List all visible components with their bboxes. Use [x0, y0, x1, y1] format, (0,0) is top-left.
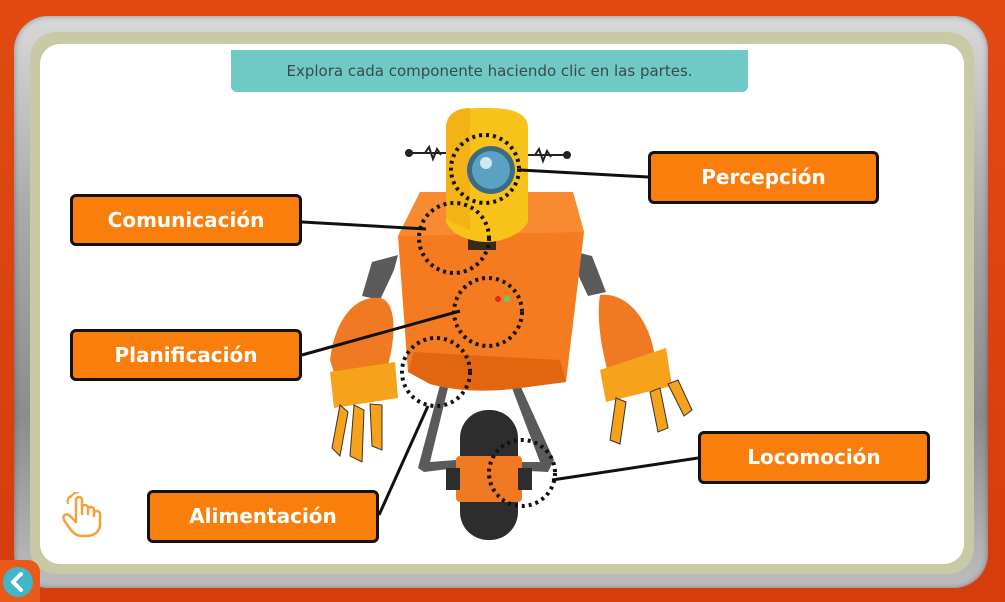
hotspot-locomocion[interactable] [487, 438, 557, 508]
label-alimentacion[interactable]: Alimentación [147, 490, 379, 543]
label-planificacion[interactable]: Planificación [70, 329, 302, 381]
hotspot-planificacion[interactable] [452, 276, 524, 348]
chevron-left-icon [3, 567, 33, 597]
label-comunicacion[interactable]: Comunicación [70, 194, 302, 246]
instruction-banner: Explora cada componente haciendo clic en… [231, 50, 748, 92]
back-button[interactable] [0, 560, 40, 602]
label-percepcion[interactable]: Percepción [648, 151, 879, 204]
screen-area [40, 44, 964, 564]
hotspot-comunicacion[interactable] [417, 201, 491, 275]
hotspot-percepcion[interactable] [449, 133, 521, 205]
hand-pointer-icon [62, 491, 106, 538]
label-locomocion[interactable]: Locomoción [698, 431, 930, 484]
hotspot-alimentacion[interactable] [400, 336, 472, 408]
